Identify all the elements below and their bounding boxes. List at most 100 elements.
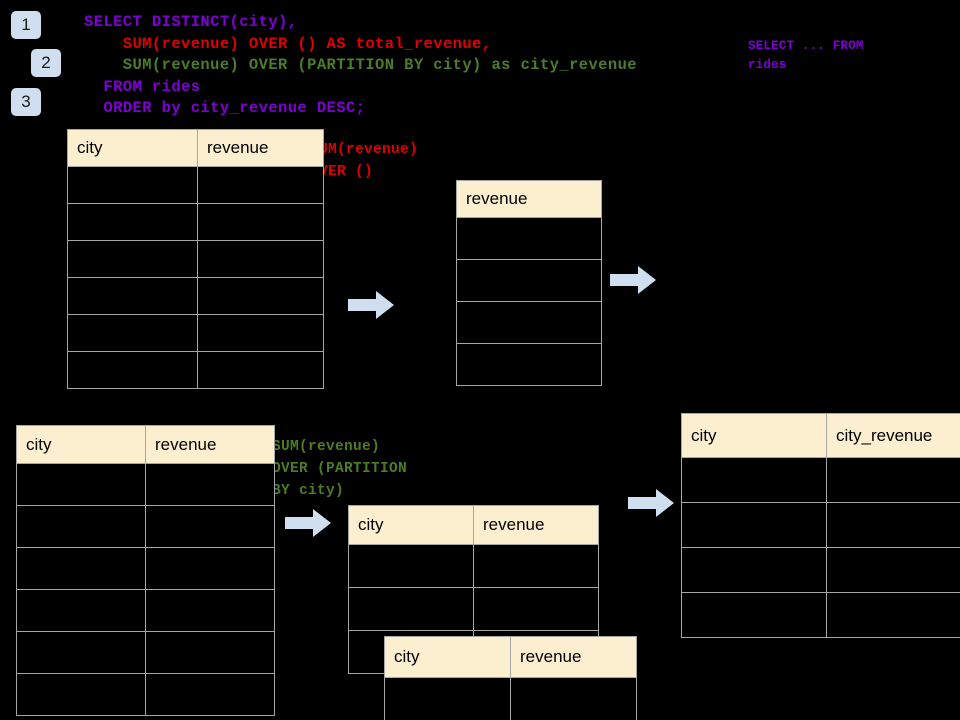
table-row (456, 343, 602, 386)
table-cell-empty (197, 166, 324, 204)
table-cell-empty (67, 314, 198, 352)
total-revenue-table: revenue (456, 180, 602, 386)
table-cell-empty (16, 547, 146, 590)
table-cell-empty (826, 547, 960, 593)
table-cell-empty (197, 203, 324, 241)
table-row (456, 217, 602, 260)
table-cell-empty (456, 301, 602, 344)
annotation-sum-over-empty: SUM(revenue) OVER () (310, 139, 418, 183)
arrow-source-to-total (348, 290, 394, 320)
table-row (456, 301, 602, 344)
table-cell-empty (456, 343, 602, 386)
table-cell-empty (681, 547, 827, 593)
block-arrow-right-icon (348, 291, 394, 319)
table-row (348, 587, 599, 631)
table-row (67, 240, 324, 278)
table-row (16, 463, 275, 506)
column-header-revenue: revenue (473, 505, 599, 545)
annotation-select-from-rides-line-1: SELECT ... FROM (748, 39, 864, 53)
table-row (348, 544, 599, 588)
table-row (456, 259, 602, 302)
column-header-city_revenue: city_revenue (826, 413, 960, 458)
table-cell-empty (67, 203, 198, 241)
table-row (681, 547, 960, 593)
column-header-city: city (16, 425, 146, 464)
table-row (16, 505, 275, 548)
table-cell-empty (681, 457, 827, 503)
table-cell-empty (510, 677, 637, 720)
table-cell-empty (16, 631, 146, 674)
table-row (67, 203, 324, 241)
table-cell-empty (473, 587, 599, 631)
annotation-select-from-rides: SELECT ... FROM rides (748, 37, 864, 75)
sql-line-5: ORDER by city_revenue DESC; (84, 99, 366, 117)
annotation-select-from-rides-line-2: rides (748, 58, 787, 72)
sql-line-4: FROM rides (84, 77, 201, 96)
table-cell-empty (348, 544, 474, 588)
table-row (67, 166, 324, 204)
table-cell-empty (826, 457, 960, 503)
table-row (681, 592, 960, 638)
block-arrow-right-icon (285, 509, 331, 537)
table-cell-empty (826, 502, 960, 548)
table-row (16, 589, 275, 632)
table-cell-empty (145, 463, 275, 506)
table-cell-empty (473, 544, 599, 588)
table-cell-empty (145, 547, 275, 590)
table-cell-empty (681, 502, 827, 548)
block-arrow-right-icon (610, 266, 656, 294)
column-header-city: city (348, 505, 474, 545)
column-header-city: city (681, 413, 827, 458)
column-header-revenue: revenue (510, 636, 637, 678)
annotation-sum-over-empty-line-2: OVER () (310, 164, 374, 180)
table-row (16, 547, 275, 590)
annotation-sum-over-partition: SUM(revenue) OVER (PARTITION BY city) (272, 436, 407, 502)
arrow-total-to-result (610, 265, 656, 295)
table-row (16, 673, 275, 716)
table-row (67, 314, 324, 352)
step-badge-1: 1 (11, 11, 41, 39)
column-header-city: city (384, 636, 511, 678)
sql-query-block: SELECT DISTINCT(city), SUM(revenue) OVER… (84, 12, 637, 120)
column-header-revenue: revenue (145, 425, 275, 464)
table-cell-empty (145, 673, 275, 716)
sql-line-2: SUM(revenue) OVER () AS total_revenue, (84, 34, 492, 53)
table-cell-empty (456, 259, 602, 302)
table-cell-empty (16, 673, 146, 716)
table-cell-empty (145, 505, 275, 548)
table-cell-empty (67, 166, 198, 204)
table-cell-empty (384, 677, 511, 720)
table-cell-empty (197, 314, 324, 352)
annotation-sum-over-partition-line-2: OVER (PARTITION (272, 461, 408, 477)
column-header-revenue: revenue (456, 180, 602, 218)
annotation-sum-over-partition-line-3: BY city) (272, 483, 345, 499)
table-cell-empty (16, 505, 146, 548)
table-row (384, 677, 637, 720)
annotation-sum-over-empty-line-1: SUM(revenue) (310, 142, 419, 158)
sql-line-3: SUM(revenue) OVER (PARTITION BY city) as… (84, 56, 637, 74)
table-cell-empty (145, 589, 275, 632)
arrow-partition-to-result (628, 488, 674, 518)
table-row (681, 457, 960, 503)
table-cell-empty (348, 587, 474, 631)
table-row (681, 502, 960, 548)
table-header-row: revenue (456, 180, 602, 218)
table-row (67, 277, 324, 315)
table-cell-empty (67, 277, 198, 315)
column-header-city: city (67, 129, 198, 167)
table-cell-empty (67, 240, 198, 278)
annotation-sum-over-partition-line-1: SUM(revenue) (272, 439, 381, 455)
table-row (16, 631, 275, 674)
table-cell-empty (67, 351, 198, 389)
table-cell-empty (145, 631, 275, 674)
table-row (67, 351, 324, 389)
sql-line-1: SELECT DISTINCT(city), (84, 13, 298, 31)
table-cell-empty (197, 240, 324, 278)
